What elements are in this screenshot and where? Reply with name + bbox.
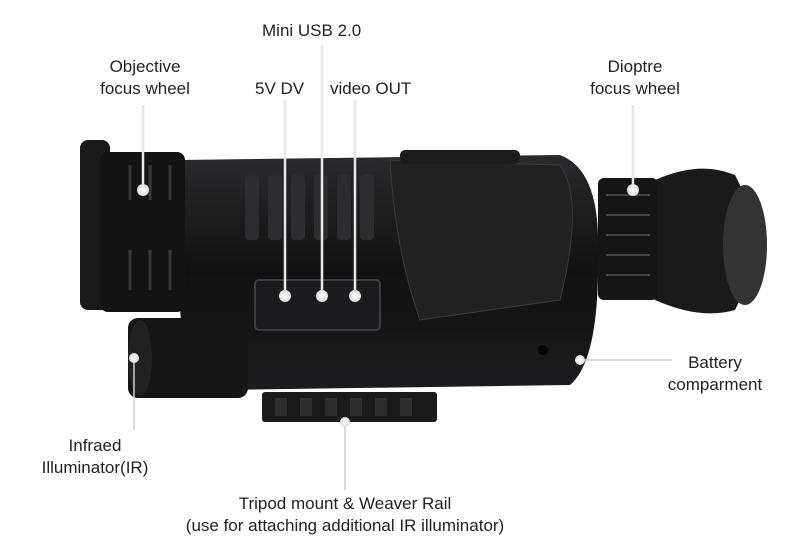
port-panel (254, 279, 381, 331)
label-line: Dioptre (607, 57, 663, 76)
leader-lines (141, 45, 635, 296)
label-line: comparment (667, 375, 763, 394)
label-ir-illuminator: Infraed Illuminator(IR) (30, 435, 160, 479)
label-line: Battery (688, 353, 742, 372)
label-dioptre-focus-wheel: Dioptre focus wheel (580, 56, 690, 100)
label-battery-compartment: Battery comparment (655, 352, 775, 396)
label-objective-focus-wheel: Objective focus wheel (90, 56, 200, 100)
label-line: Tripod mount & Weaver Rail (238, 494, 452, 513)
dot-battery (575, 355, 585, 365)
dot-objective (137, 184, 149, 196)
dot-usb (316, 290, 328, 302)
dot-dioptre (627, 184, 639, 196)
dot-video (349, 290, 361, 302)
label-line: (use for attaching additional IR illumin… (185, 516, 505, 535)
dot-ir (129, 353, 139, 363)
objective-wheel (100, 152, 185, 312)
label-line: Objective (109, 57, 181, 76)
label-mini-usb: Mini USB 2.0 (262, 21, 362, 40)
label-line: Infraed (68, 436, 122, 455)
label-5v-dv: 5V DV (255, 79, 305, 98)
ir-illuminator (128, 318, 248, 398)
dioptre-wheel (598, 178, 658, 300)
dot-dv (279, 290, 291, 302)
label-tripod-mount: Tripod mount & Weaver Rail (use for atta… (150, 493, 540, 537)
label-line: Illuminator(IR) (41, 458, 149, 477)
label-video-out: video OUT (330, 79, 412, 98)
dot-tripod (340, 417, 350, 427)
label-line: focus wheel (590, 79, 680, 98)
label-line: focus wheel (100, 79, 190, 98)
